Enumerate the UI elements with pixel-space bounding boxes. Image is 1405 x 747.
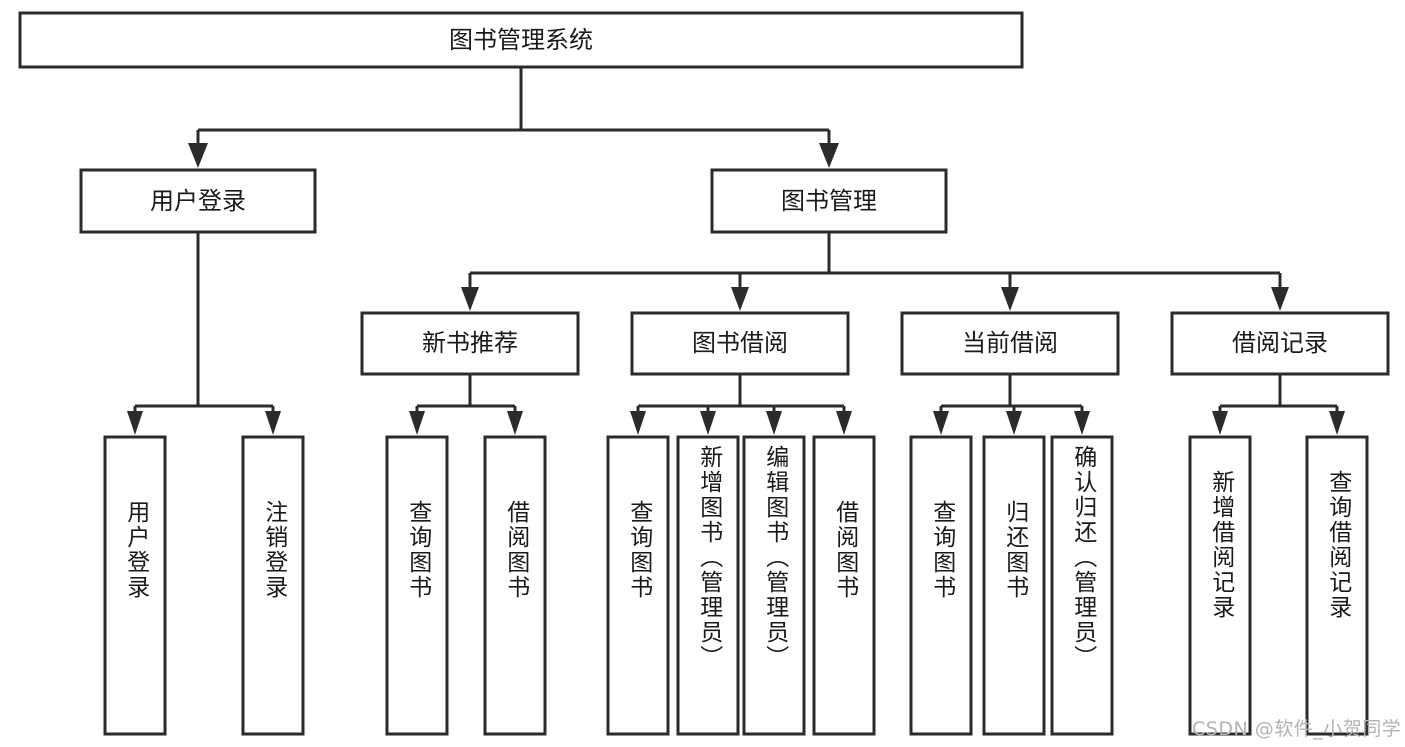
node-current-borrow[interactable]: 当前借阅	[900, 311, 1120, 376]
node-book-management-label: 图书管理	[781, 187, 877, 215]
node-borrow-record-box[interactable]	[1170, 311, 1390, 376]
arrow-to-user-login	[188, 143, 208, 168]
node-book-management[interactable]: 图书管理	[710, 168, 948, 234]
arrow-to-leaf-return-book	[1006, 411, 1022, 435]
node-book-borrow[interactable]: 图书借阅	[630, 311, 850, 376]
arrow-to-new-book-recommend	[461, 287, 479, 311]
node-leaf-query-borrow-record-box[interactable]	[1305, 435, 1369, 736]
connectors-borrow-record-to-leaves	[1212, 374, 1345, 435]
connectors-root-to-level2	[188, 67, 839, 168]
node-leaf-logout-box[interactable]	[241, 435, 305, 736]
connectors-current-borrow-to-leaves	[933, 374, 1090, 435]
node-new-book-recommend-label: 新书推荐	[422, 329, 518, 357]
arrow-to-leaf-add-book-admin	[700, 411, 716, 435]
node-current-borrow-box[interactable]	[900, 311, 1120, 376]
arrow-to-leaf-borrow-book-1	[507, 411, 523, 435]
node-borrow-record-label: 借阅记录	[1232, 329, 1328, 357]
arrow-to-leaf-query-book-1	[409, 411, 425, 435]
node-new-book-recommend-box[interactable]	[360, 311, 580, 376]
node-borrow-record[interactable]: 借阅记录	[1170, 311, 1390, 376]
arrow-to-leaf-query-borrow-record	[1329, 411, 1345, 435]
arrow-to-borrow-record	[1271, 287, 1289, 311]
node-leaf-query-book-3-box[interactable]	[909, 435, 973, 736]
node-user-login-box[interactable]	[79, 168, 317, 234]
connectors-new-book-recommend-to-leaves	[409, 374, 523, 435]
csdn-watermark: CSDN @软件_小贺同学	[1192, 718, 1402, 740]
node-leaf-add-book-admin-box[interactable]	[676, 435, 740, 736]
node-leaf-borrow-book-2-box[interactable]	[812, 435, 876, 736]
arrow-to-leaf-edit-book-admin	[766, 411, 782, 435]
arrow-to-book-borrow	[731, 287, 749, 311]
node-book-borrow-label: 图书借阅	[692, 329, 788, 357]
node-current-borrow-label: 当前借阅	[962, 329, 1058, 357]
arrow-to-leaf-add-borrow-record	[1212, 411, 1228, 435]
node-leaf-borrow-book-1-box[interactable]	[483, 435, 547, 736]
node-new-book-recommend[interactable]: 新书推荐	[360, 311, 580, 376]
arrow-to-book-management	[819, 143, 839, 168]
node-root-box[interactable]	[18, 11, 1024, 69]
arrow-to-leaf-query-book-2	[630, 411, 646, 435]
connectors-book-management-to-level3	[461, 232, 1289, 311]
connectors-book-borrow-to-leaves	[630, 374, 852, 435]
node-leaf-user-login-box[interactable]	[103, 435, 167, 736]
node-root-label: 图书管理系统	[449, 26, 593, 54]
arrow-to-leaf-user-login	[127, 411, 143, 435]
node-root[interactable]: 图书管理系统	[18, 11, 1024, 69]
arrow-to-leaf-borrow-book-2	[836, 411, 852, 435]
node-leaf-query-book-2-box[interactable]	[606, 435, 670, 736]
node-user-login[interactable]: 用户登录	[79, 168, 317, 234]
node-leaf-edit-book-admin-box[interactable]	[742, 435, 806, 736]
node-book-management-box[interactable]	[710, 168, 948, 234]
arrow-to-leaf-confirm-return-admin	[1074, 411, 1090, 435]
node-user-login-label: 用户登录	[150, 187, 246, 215]
arrow-to-current-borrow	[1001, 287, 1019, 311]
node-book-borrow-box[interactable]	[630, 311, 850, 376]
leaf-boxes	[103, 435, 1369, 736]
node-leaf-confirm-return-admin-box[interactable]	[1050, 435, 1114, 736]
arrow-to-leaf-logout	[265, 411, 281, 435]
node-leaf-return-book-box[interactable]	[982, 435, 1046, 736]
arrow-to-leaf-query-book-3	[933, 411, 949, 435]
node-leaf-add-borrow-record-box[interactable]	[1188, 435, 1252, 736]
node-leaf-query-book-1-box[interactable]	[385, 435, 449, 736]
connectors-user-login-to-leaves	[127, 232, 281, 435]
